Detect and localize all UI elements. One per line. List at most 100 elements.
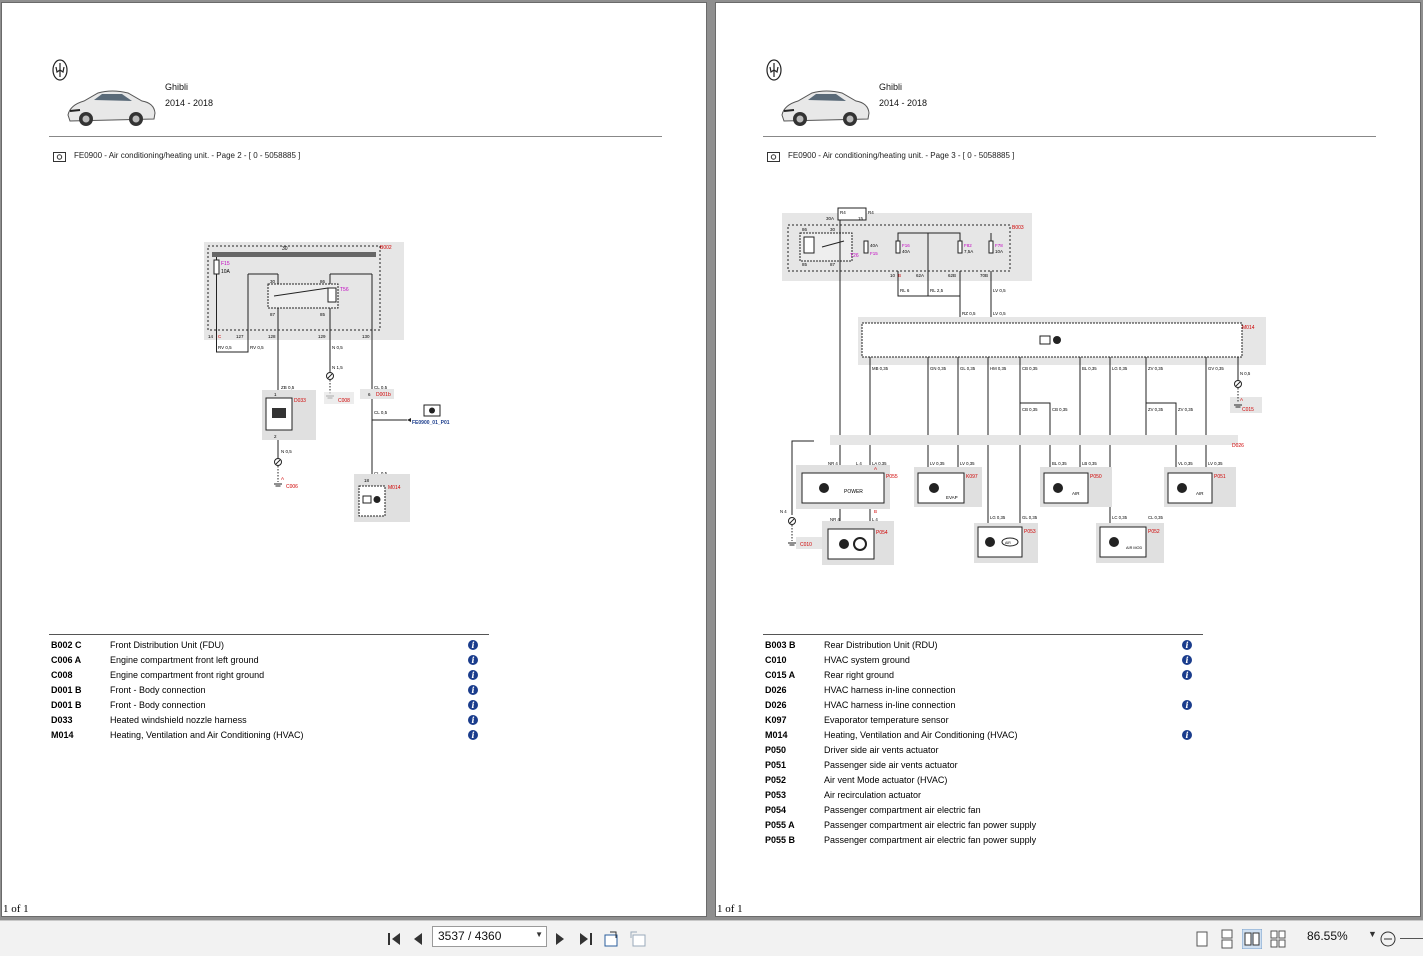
connector-d026: D026 xyxy=(830,435,1244,449)
svg-text:CB 0,35: CB 0,35 xyxy=(1022,366,1038,371)
single-page-view-icon[interactable] xyxy=(1192,929,1212,949)
svg-text:B: B xyxy=(898,273,901,278)
svg-text:CB 0,35: CB 0,35 xyxy=(1052,407,1068,412)
svg-text:LG 0,35: LG 0,35 xyxy=(1112,366,1128,371)
sheet-title: FE0900 - Air conditioning/heating unit. … xyxy=(788,151,1015,160)
info-icon[interactable]: i xyxy=(1182,655,1192,665)
zoom-level[interactable]: 86.55% xyxy=(1307,929,1348,943)
info-icon[interactable]: i xyxy=(468,655,478,665)
info-icon[interactable]: i xyxy=(468,715,478,725)
svg-text:EVAP: EVAP xyxy=(946,495,958,500)
component-k097: EVAP K097 xyxy=(914,467,982,507)
continuous-view-icon[interactable] xyxy=(1217,929,1237,949)
svg-text:RV 0,5: RV 0,5 xyxy=(250,345,264,350)
viewer-toolbar xyxy=(0,920,1423,956)
go-forward-view-icon[interactable] xyxy=(628,929,648,949)
info-icon[interactable]: i xyxy=(468,670,478,680)
svg-text:N 0,5: N 0,5 xyxy=(281,449,292,454)
ground-c015: A C015 xyxy=(1230,380,1262,413)
svg-text:P051: P051 xyxy=(1214,474,1226,480)
last-page-icon[interactable] xyxy=(576,929,596,949)
svg-text:F82: F82 xyxy=(964,243,972,248)
gear-icon[interactable] xyxy=(53,152,66,162)
svg-text:GN 0,35: GN 0,35 xyxy=(930,366,947,371)
chevron-down-icon[interactable]: ▼ xyxy=(535,930,543,939)
first-page-icon[interactable] xyxy=(384,929,404,949)
info-icon[interactable]: i xyxy=(468,640,478,650)
svg-text:ZV 0,35: ZV 0,35 xyxy=(1178,407,1194,412)
svg-text:B: B xyxy=(874,509,877,514)
svg-text:A: A xyxy=(874,466,877,471)
svg-text:M014: M014 xyxy=(388,485,401,491)
component-p051: AIR P051 xyxy=(1164,467,1236,507)
page-number-input[interactable]: 3537 / 4360 ▼ xyxy=(432,926,547,947)
svg-text:R4: R4 xyxy=(868,210,874,215)
two-page-continuous-icon[interactable] xyxy=(1268,929,1288,949)
go-back-view-icon[interactable] xyxy=(602,929,622,949)
svg-text:D026: D026 xyxy=(1232,443,1244,449)
header-divider xyxy=(49,136,662,137)
info-icon[interactable]: i xyxy=(468,730,478,740)
component-p052: AIR MOD P052 xyxy=(1096,523,1164,563)
previous-page-icon[interactable] xyxy=(408,929,428,949)
sheet-title: FE0900 - Air conditioning/heating unit. … xyxy=(74,151,301,160)
svg-text:10: 10 xyxy=(890,273,896,278)
svg-text:F78: F78 xyxy=(995,243,1003,248)
zoom-dropdown-icon[interactable]: ▼ xyxy=(1368,929,1377,939)
zoom-slider[interactable] xyxy=(1400,938,1423,939)
page-number-value: 3537 / 4360 xyxy=(438,929,502,943)
bus-30-label: 30 xyxy=(282,246,288,252)
component-p054: P054 xyxy=(822,521,894,565)
svg-text:C: C xyxy=(218,334,222,339)
component-d033: D033 1 2 xyxy=(262,390,316,440)
svg-text:2: 2 xyxy=(274,434,277,439)
gear-icon[interactable] xyxy=(767,152,780,162)
svg-text:R4: R4 xyxy=(840,210,846,215)
page-count: 1 of 1 xyxy=(3,903,29,915)
svg-text:7,5A: 7,5A xyxy=(964,249,973,254)
svg-text:FE0900_01_P01: FE0900_01_P01 xyxy=(412,420,450,426)
info-icon[interactable]: i xyxy=(1182,730,1192,740)
info-icon[interactable]: i xyxy=(468,700,478,710)
document-page-right: Ghibli 2014 - 2018 FE0900 - Air conditio… xyxy=(715,2,1421,917)
next-page-icon[interactable] xyxy=(550,929,570,949)
svg-text:MB 0,35: MB 0,35 xyxy=(872,366,889,371)
svg-text:NR 4: NR 4 xyxy=(828,461,838,466)
svg-text:M014: M014 xyxy=(1242,325,1255,331)
info-icon[interactable]: i xyxy=(1182,700,1192,710)
maserati-trident-logo xyxy=(52,59,68,81)
zoom-out-icon[interactable] xyxy=(1378,929,1398,949)
svg-text:6: 6 xyxy=(368,392,371,397)
component-p050: AIR P050 xyxy=(1040,467,1112,507)
two-page-view-icon[interactable] xyxy=(1242,929,1262,949)
document-viewport[interactable]: Ghibli 2014 - 2018 FE0900 - Air conditio… xyxy=(0,0,1423,920)
info-icon[interactable]: i xyxy=(468,685,478,695)
hvac-module-m014: M014 xyxy=(858,317,1266,365)
svg-text:130: 130 xyxy=(362,334,370,339)
svg-text:30: 30 xyxy=(830,227,836,232)
svg-text:GL 0,35: GL 0,35 xyxy=(1022,515,1038,520)
info-icon[interactable]: i xyxy=(1182,670,1192,680)
page-reference-link[interactable]: FE0900_01_P01 xyxy=(407,404,450,426)
svg-text:A: A xyxy=(1240,397,1243,402)
info-icon[interactable]: i xyxy=(1182,640,1192,650)
svg-text:F16: F16 xyxy=(902,243,910,248)
svg-text:CL 0,5: CL 0,5 xyxy=(374,471,388,476)
model-name: Ghibli xyxy=(165,82,189,92)
header-divider xyxy=(763,136,1376,137)
svg-text:18: 18 xyxy=(364,478,370,483)
svg-text:CL 0,35: CL 0,35 xyxy=(1148,515,1164,520)
svg-text:F15: F15 xyxy=(221,261,230,267)
